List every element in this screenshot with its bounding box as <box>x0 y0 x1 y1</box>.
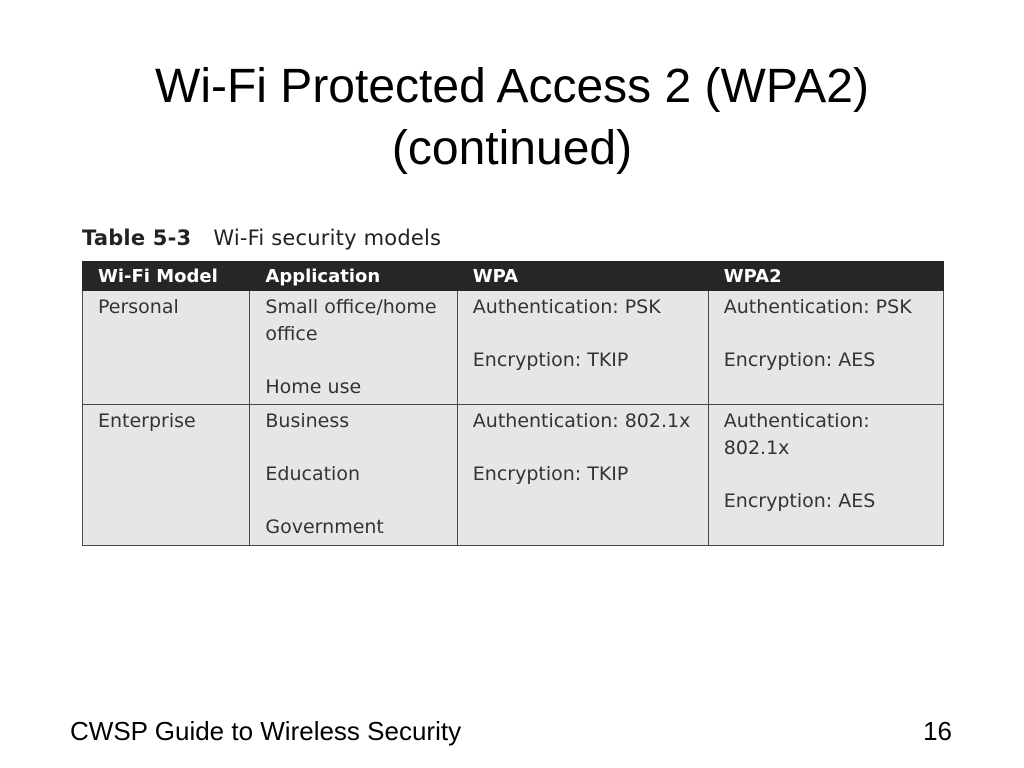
cell-spacer <box>265 435 442 462</box>
header-wpa: WPA <box>456 261 709 291</box>
table-header-row: Wi-Fi Model Application WPA WPA2 <box>81 261 945 291</box>
cell-model: Personal <box>81 290 251 405</box>
slide-title-line-2: (continued) <box>391 122 633 175</box>
slide-title-line-1: Wi-Fi Protected Access 2 (WPA2) <box>155 60 869 113</box>
cell-spacer <box>473 321 694 348</box>
cell-wpa: Authentication: PSK Encryption: TKIP <box>456 290 709 405</box>
table-caption: Table 5-3 Wi-Fi security models <box>82 226 441 250</box>
table-row-enterprise: Enterprise Business Education Government… <box>81 404 945 546</box>
cell-text: Education <box>265 463 360 485</box>
cell-text: Authentication: 802.1x <box>472 410 691 432</box>
cell-text: Business <box>265 410 350 432</box>
cell-text: Encryption: TKIP <box>472 349 629 371</box>
cell-model: Enterprise <box>81 404 251 546</box>
cell-spacer <box>265 488 442 515</box>
cell-text: 802.1x <box>723 436 790 459</box>
cell-spacer <box>473 435 694 462</box>
security-models-table: Wi-Fi Model Application WPA WPA2 Persona… <box>81 261 945 546</box>
slide-title: Wi-Fi Protected Access 2 (WPA2) (continu… <box>0 56 1024 180</box>
cell-text: Home use <box>265 375 362 398</box>
cell-text: Authentication: PSK <box>472 296 661 318</box>
cell-text: office <box>265 322 318 345</box>
cell-wpa: Authentication: 802.1x Encryption: TKIP <box>456 404 709 546</box>
header-wpa2: WPA2 <box>707 261 945 291</box>
cell-text: Encryption: TKIP <box>472 463 629 485</box>
cell-application: Business Education Government <box>249 404 458 546</box>
header-wifi-model: Wi-Fi Model <box>81 261 251 291</box>
cell-text: Authentication: <box>723 410 870 432</box>
table-row-personal: Personal Small office/home office Home u… <box>81 290 945 405</box>
cell-text: Small office/home <box>265 296 437 318</box>
cell-text: Encryption: AES <box>723 349 876 371</box>
cell-spacer <box>265 347 442 374</box>
cell-text: Government <box>265 516 384 538</box>
header-application: Application <box>249 261 458 291</box>
page-number: 16 <box>923 716 952 746</box>
cell-spacer <box>724 321 929 348</box>
table-caption-text: Wi-Fi security models <box>213 226 442 250</box>
cell-spacer <box>724 461 929 488</box>
footer-course-title: CWSP Guide to Wireless Security <box>70 716 462 746</box>
cell-wpa2: Authentication: 802.1x Encryption: AES <box>707 404 945 546</box>
cell-wpa2: Authentication: PSK Encryption: AES <box>707 290 945 405</box>
cell-application: Small office/home office Home use <box>249 290 458 405</box>
cell-text: Personal <box>98 296 179 318</box>
cell-text: Encryption: AES <box>723 489 876 512</box>
cell-text: Authentication: PSK <box>723 296 912 318</box>
cell-text: Enterprise <box>98 410 196 432</box>
table-caption-number: Table 5-3 <box>82 226 192 250</box>
